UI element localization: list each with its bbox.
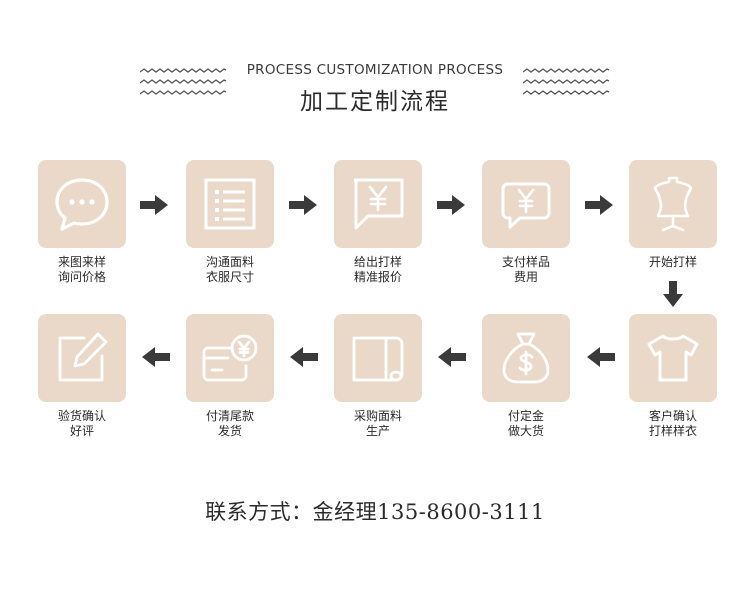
arrow-right-icon — [585, 195, 613, 215]
yen-bubble-icon — [354, 178, 404, 230]
step-label: 客户确认 打样样衣 — [648, 409, 697, 438]
step-6: 客户确认 打样样衣 — [618, 314, 728, 438]
step-tile — [186, 160, 274, 248]
arrow-left-icon — [290, 347, 318, 367]
chat-bubble-icon — [55, 178, 109, 231]
step-tile — [38, 160, 126, 248]
step-8: 采购面料 生产 — [323, 314, 433, 438]
step-tile — [482, 160, 570, 248]
step-tile — [38, 314, 126, 402]
step-9: 付清尾款 发货 — [175, 314, 285, 438]
step-2: 沟通面料 衣服尺寸 — [175, 160, 285, 284]
step-label: 开始打样 — [648, 255, 697, 269]
step-3: 给出打样 精准报价 — [323, 160, 433, 284]
step-tile — [334, 314, 422, 402]
contact-info: 联系方式：金经理135-8600-3111 — [205, 500, 545, 524]
money-bag-icon — [502, 332, 550, 384]
arrow-right-icon — [289, 195, 317, 215]
step-label: 支付样品 费用 — [501, 255, 550, 284]
step-tile — [482, 314, 570, 402]
step-label: 付清尾款 发货 — [205, 409, 254, 438]
step-label: 来图来样 询问价格 — [57, 255, 106, 284]
step-label: 沟通面料 衣服尺寸 — [205, 255, 254, 284]
step-tile — [334, 160, 422, 248]
step-4: 支付样品 费用 — [471, 160, 581, 284]
header: PROCESS CUSTOMIZATION PROCESS 加工定制流程 — [0, 62, 750, 115]
yen-payment-icon — [501, 182, 551, 229]
step-10: 验货确认 好评 — [27, 314, 137, 438]
arrow-left-icon — [438, 347, 466, 367]
step-tile — [629, 314, 717, 402]
step-tile — [186, 314, 274, 402]
arrow-left-icon — [587, 347, 615, 367]
page-title: 加工定制流程 — [300, 89, 450, 115]
arrow-right-icon — [437, 195, 465, 215]
step-1: 来图来样 询问价格 — [27, 160, 137, 284]
arrow-right-icon — [140, 195, 168, 215]
list-icon — [204, 178, 256, 230]
step-label: 采购面料 生产 — [353, 409, 402, 438]
wave-decoration-left-icon — [140, 68, 227, 95]
card-yen-icon — [202, 334, 258, 382]
step-5: 开始打样 — [618, 160, 728, 270]
step-tile — [629, 160, 717, 248]
step-label: 验货确认 好评 — [57, 409, 106, 438]
dress-form-icon — [653, 176, 693, 232]
header-subtitle: PROCESS CUSTOMIZATION PROCESS — [246, 62, 504, 78]
edit-icon — [58, 332, 108, 382]
arrow-down-icon — [663, 281, 683, 307]
step-label: 付定金 做大货 — [507, 409, 544, 438]
tshirt-icon — [647, 334, 699, 382]
step-label: 给出打样 精准报价 — [353, 255, 402, 284]
step-7: 付定金 做大货 — [471, 314, 581, 438]
arrow-left-icon — [142, 347, 170, 367]
wave-decoration-right-icon — [523, 68, 610, 95]
fabric-roll-icon — [352, 336, 404, 382]
